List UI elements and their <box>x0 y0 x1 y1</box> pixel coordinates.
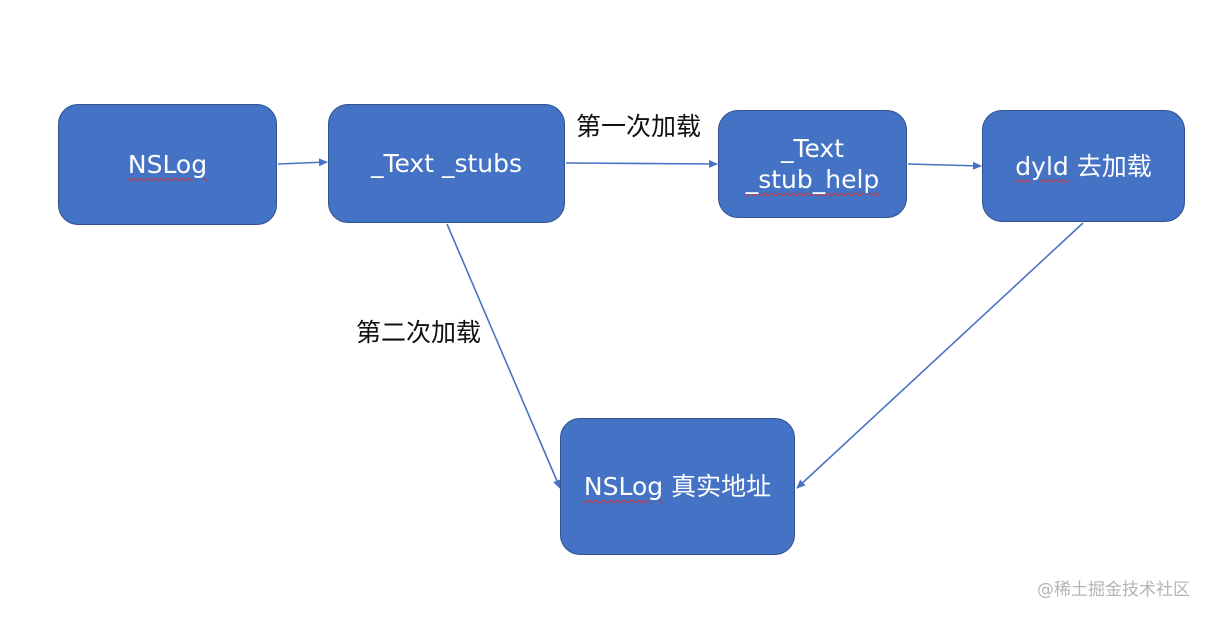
arrow-dyld-to-real-address <box>796 222 1084 489</box>
node-dyld-suffix: 去加载 <box>1068 151 1152 181</box>
node-stub-help-line1: _Text <box>780 134 845 163</box>
node-dyld-prefix: dyld <box>1015 151 1069 181</box>
arrow-nslog-to-text-stubs <box>277 158 328 167</box>
node-stub-help-label: _Text_stub_help <box>746 133 880 195</box>
node-text-stubs-label: _Text _stubs <box>370 149 523 178</box>
node-nslog: NSLog <box>58 104 277 225</box>
edge-label-second-load: 第二次加载 <box>356 318 482 347</box>
node-real-address-label: NSLog 真实地址 <box>583 471 773 502</box>
arrow-stub-help-to-dyld <box>907 161 982 170</box>
node-real-address: NSLog 真实地址 <box>560 418 795 555</box>
node-dyld: dyld 去加载 <box>982 110 1185 222</box>
edge-label-first-load: 第一次加载 <box>576 112 702 141</box>
node-stub-help: _Text_stub_help <box>718 110 907 218</box>
node-nslog-label: NSLog <box>127 150 208 179</box>
node-stub-help-line2: _stub_help <box>745 165 880 194</box>
node-real-address-prefix: NSLog <box>583 472 664 501</box>
arrow-text-stubs-to-stub-help <box>565 159 718 168</box>
node-real-address-suffix: 真实地址 <box>663 472 772 501</box>
arrow-text-stubs-to-real-address <box>446 223 561 489</box>
node-text-stubs: _Text _stubs <box>328 104 565 223</box>
node-dyld-label: dyld 去加载 <box>1015 151 1151 182</box>
watermark: @稀土掘金技术社区 <box>1037 580 1190 600</box>
